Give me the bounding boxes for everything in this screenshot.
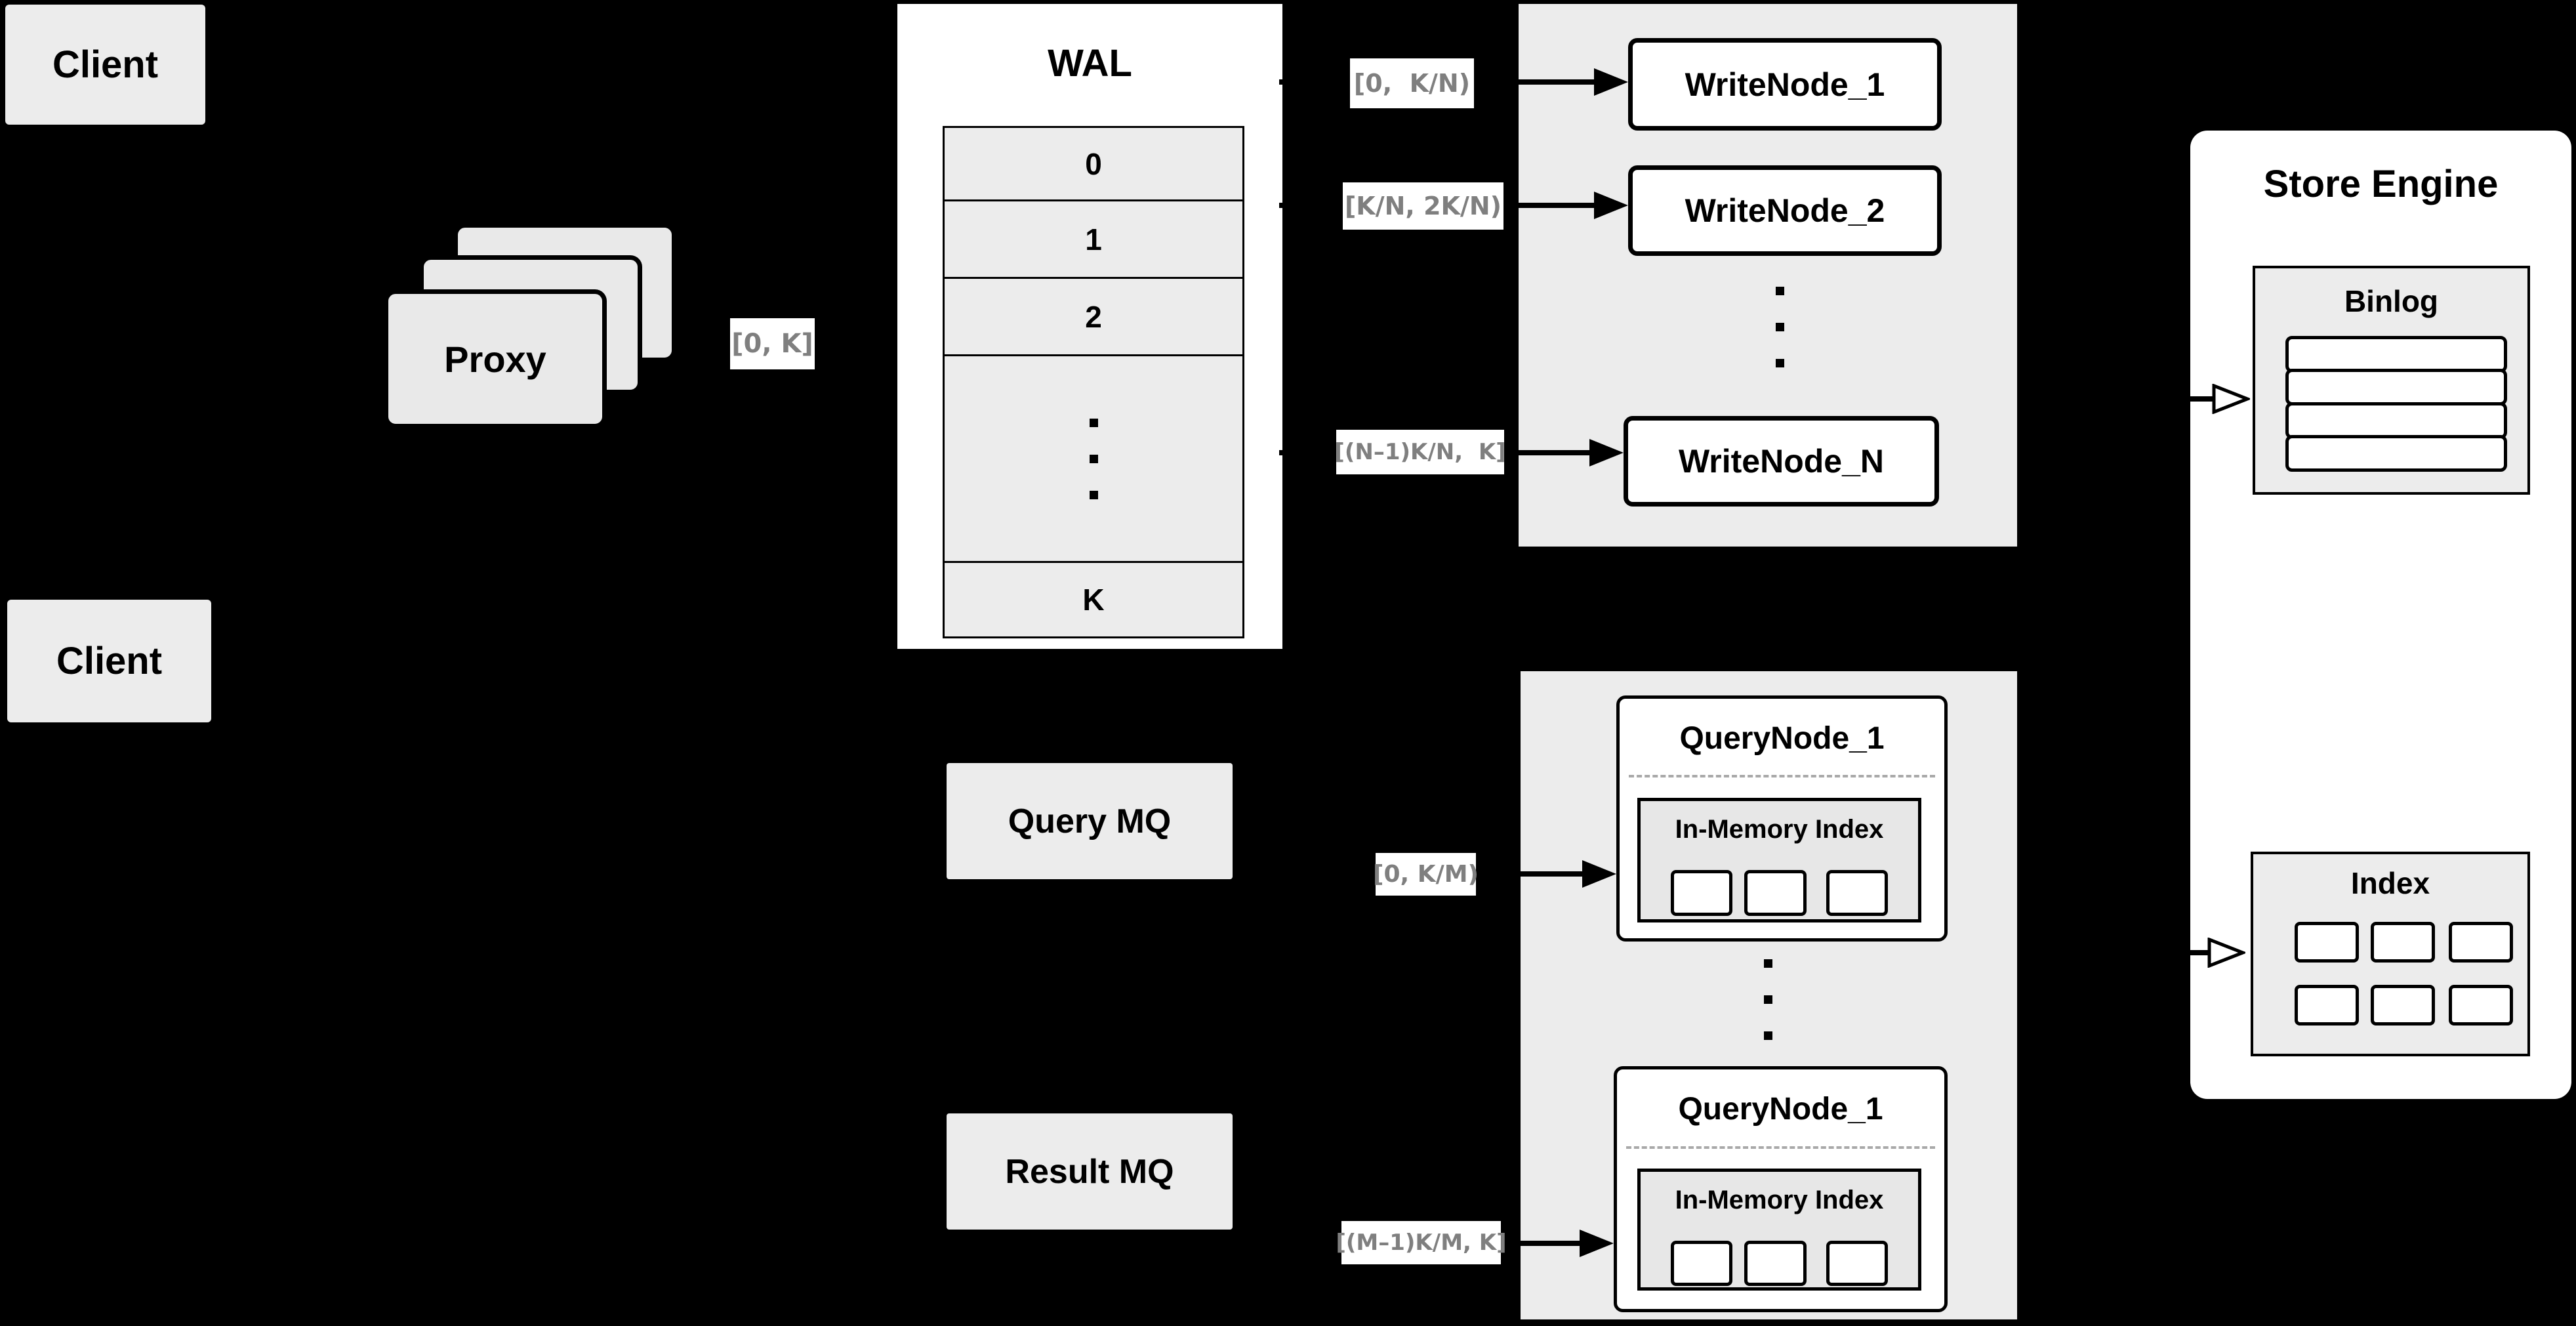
arrowhead-writenode1 xyxy=(1594,68,1628,96)
range-label-querynode-bottom: [(M–1)K/M, K] xyxy=(1336,1221,1507,1264)
query-node-bottom-box: QueryNode_1 In-Memory Index xyxy=(1614,1066,1948,1312)
binlog-label: Binlog xyxy=(2344,284,2439,318)
arrowhead-querynode-top xyxy=(1582,860,1616,888)
binlog-box: Binlog xyxy=(2253,266,2530,495)
index-box: Index xyxy=(2251,852,2530,1056)
index-label: Index xyxy=(2350,866,2430,900)
hollow-arrowhead-binlog xyxy=(2212,384,2250,414)
index-cell xyxy=(2295,985,2359,1026)
write-node-1-label: WriteNode_1 xyxy=(1685,66,1885,103)
ellipsis-dots-query-panel xyxy=(1764,959,1772,1040)
wal-row: 0 xyxy=(945,128,1242,201)
arrow-line-to-binlog xyxy=(2165,396,2213,402)
store-engine-box: Store Engine Binlog Index xyxy=(2190,131,2571,1099)
write-node-n-box: WriteNode_N xyxy=(1624,416,1939,507)
wal-box: WAL 0 1 2 K xyxy=(897,4,1282,649)
wal-row: 1 xyxy=(945,201,1242,279)
in-memory-index-box-bottom: In-Memory Index xyxy=(1637,1169,1921,1291)
hollow-arrowhead-index xyxy=(2207,938,2245,968)
segment-cell xyxy=(1671,1241,1732,1286)
index-cell xyxy=(2449,922,2513,963)
binlog-row xyxy=(2285,402,2507,439)
range-label-querynode-top: [0, K/M) xyxy=(1373,853,1479,896)
ellipsis-dots-wal xyxy=(1089,418,1098,499)
segment-cell xyxy=(1826,870,1888,916)
in-memory-index-top-label: In-Memory Index xyxy=(1675,814,1884,844)
write-node-2-label: WriteNode_2 xyxy=(1685,192,1885,229)
in-memory-index-bottom-label: In-Memory Index xyxy=(1675,1185,1884,1214)
index-cell xyxy=(2371,985,2435,1026)
result-mq-label: Result MQ xyxy=(1005,1152,1174,1191)
query-mq-label: Query MQ xyxy=(1008,802,1172,840)
wal-table: 0 1 2 K xyxy=(943,126,1244,638)
segment-cell xyxy=(1744,1241,1807,1286)
write-node-n-label: WriteNode_N xyxy=(1678,443,1884,480)
arrowhead-querynode-bottom xyxy=(1580,1230,1614,1257)
index-cell xyxy=(2449,985,2513,1026)
arrowhead-writenoden xyxy=(1589,439,1624,466)
range-label-writenode1: [0, K/N) xyxy=(1350,58,1474,108)
query-node-top-label: QueryNode_1 xyxy=(1679,720,1885,756)
store-engine-title: Store Engine xyxy=(2263,162,2499,205)
index-cell xyxy=(2371,922,2435,963)
range-label-writenode2: [K/N, 2K/N) xyxy=(1343,182,1503,230)
arrow-line-querynode-bottom xyxy=(1502,1241,1580,1246)
dashed-divider xyxy=(1629,775,1935,777)
query-node-bottom-label: QueryNode_1 xyxy=(1678,1091,1883,1127)
client-box-top: Client xyxy=(5,5,205,125)
binlog-row xyxy=(2285,369,2507,405)
write-node-1-box: WriteNode_1 xyxy=(1628,38,1942,131)
client-top-label: Client xyxy=(52,43,159,86)
wal-row: 2 xyxy=(945,279,1242,356)
range-label-writenoden: [(N–1)K/N, K] xyxy=(1334,430,1506,474)
query-mq-box: Query MQ xyxy=(947,763,1233,879)
client-bottom-label: Client xyxy=(56,640,163,682)
binlog-row xyxy=(2285,435,2507,472)
segment-cell xyxy=(1671,870,1732,916)
arrow-line-querynode-top xyxy=(1482,871,1582,877)
wal-title: WAL xyxy=(1048,41,1132,85)
result-mq-box: Result MQ xyxy=(947,1113,1233,1230)
binlog-row xyxy=(2285,336,2507,373)
arrow-line-to-index xyxy=(2165,950,2209,955)
dashed-divider xyxy=(1626,1146,1935,1149)
wal-row-ellipsis xyxy=(945,356,1242,563)
proxy-label: Proxy xyxy=(444,338,546,380)
in-memory-index-box-top: In-Memory Index xyxy=(1637,798,1921,922)
ellipsis-dots-write-panel xyxy=(1776,287,1784,367)
range-label-proxy-to-wal: [0, K] xyxy=(730,318,815,369)
segment-cell xyxy=(1744,870,1807,916)
index-cell xyxy=(2295,922,2359,963)
wal-row-k: K xyxy=(945,563,1242,636)
segment-cell xyxy=(1826,1241,1888,1286)
query-node-top-box: QueryNode_1 In-Memory Index xyxy=(1616,695,1948,942)
client-box-bottom: Client xyxy=(7,600,211,722)
proxy-card-front: Proxy xyxy=(384,289,607,428)
arrowhead-writenode2 xyxy=(1594,192,1628,219)
write-node-2-box: WriteNode_2 xyxy=(1628,165,1942,256)
